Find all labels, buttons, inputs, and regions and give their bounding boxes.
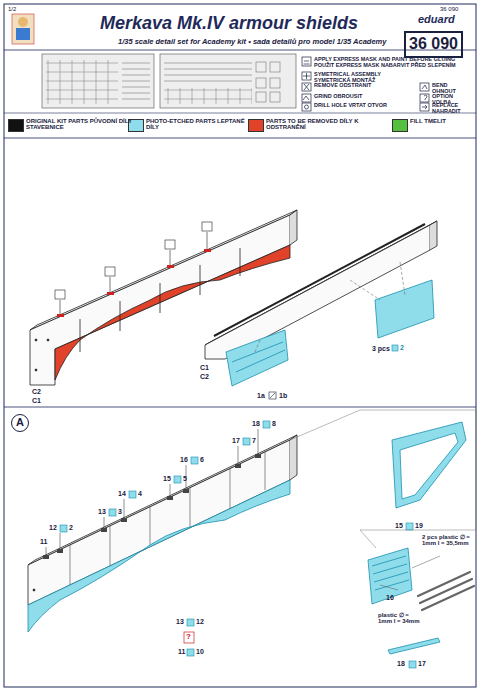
node-text: 36 090 xyxy=(409,36,464,53)
label-text: REPLACE NAHRADIT xyxy=(432,103,474,115)
callout-number: 10 xyxy=(196,648,204,655)
label-text: 2 pcs plastic ∅ = 1mm l = 35,5mm xyxy=(422,534,474,547)
label-text: 1b xyxy=(279,392,287,399)
callout-number: 3 xyxy=(118,508,122,515)
callout-number: ? xyxy=(186,633,191,641)
callout-number: 15 xyxy=(395,522,403,529)
callout-number: 13 xyxy=(98,508,106,515)
callout-number: 2 xyxy=(400,344,404,351)
sheet-title: Merkava Mk.IV armour shields xyxy=(100,14,358,33)
callout-number: 15 xyxy=(163,475,171,482)
label-text: GRIND OBROUSIT xyxy=(314,94,414,100)
label-text: REMOVE ODSTRANIT xyxy=(314,83,414,89)
label-text: 3 pcs xyxy=(372,345,390,352)
label-text: C2 xyxy=(32,388,41,395)
label-text: plastic ∅ = 1mm l = 34mm xyxy=(378,612,420,625)
callout-number: 19 xyxy=(415,522,423,529)
label-text: SYMETRICAL ASSEMBLY SYMETRICKÁ MONTÁŽ xyxy=(314,72,414,84)
legend-swatch xyxy=(8,119,24,132)
legend-swatch xyxy=(248,119,264,132)
legend-text: PHOTO-ETCHED PARTS LEPTANÉ DÍLY xyxy=(146,118,251,131)
legend-text: ORIGINAL KIT PARTS PŮVODNÍ DÍLY STAVEBNI… xyxy=(26,118,136,131)
callout-number: 18 xyxy=(397,660,405,667)
callout-number: 11 xyxy=(178,648,185,655)
label-text: APPLY EXPRESS MASK AND PAINT BEFORE GLUI… xyxy=(314,57,464,69)
callout-number: 12 xyxy=(196,618,204,625)
step-circle: A xyxy=(11,414,29,432)
label-text: C2 xyxy=(200,373,209,380)
callout-number: 17 xyxy=(418,660,426,667)
label-text: DRILL HOLE VRTAT OTVOR xyxy=(314,103,414,109)
callout-number: 14 xyxy=(118,490,126,497)
callout-number: 16 xyxy=(386,594,394,601)
callout-number: 2 xyxy=(69,524,73,531)
callout-number: 11 xyxy=(40,538,47,545)
label-text: eduard xyxy=(418,14,455,26)
callout-number: 8 xyxy=(272,420,276,427)
callout-number: 12 xyxy=(49,524,57,531)
set-number-box: 36 090 xyxy=(404,31,463,58)
callout-number: 18 xyxy=(252,420,260,427)
node-text: A xyxy=(16,417,32,429)
callout-number: 16 xyxy=(180,456,188,463)
label-text: 1/2 xyxy=(8,6,16,12)
label-text: C1 xyxy=(200,364,209,371)
legend-text: FILL TMELIT xyxy=(410,118,470,124)
callout-number: 7 xyxy=(252,437,256,444)
label-text: C1 xyxy=(32,397,41,404)
callout-number: 4 xyxy=(138,490,142,497)
label-text: 1/35 scale detail set for Academy kit • … xyxy=(118,38,386,46)
label-text: BEND OHNOUT xyxy=(432,83,472,95)
callout-number: 13 xyxy=(176,618,184,625)
legend-text: PARTS TO BE REMOVED DÍLY K ODSTRANĚNÍ xyxy=(266,118,386,131)
label-text: 36 090 xyxy=(440,6,458,12)
legend-swatch xyxy=(392,119,408,132)
callout-number: 5 xyxy=(183,475,187,482)
callout-number: 6 xyxy=(200,456,204,463)
label-text: 1a xyxy=(257,392,265,399)
callout-number: 17 xyxy=(232,437,240,444)
